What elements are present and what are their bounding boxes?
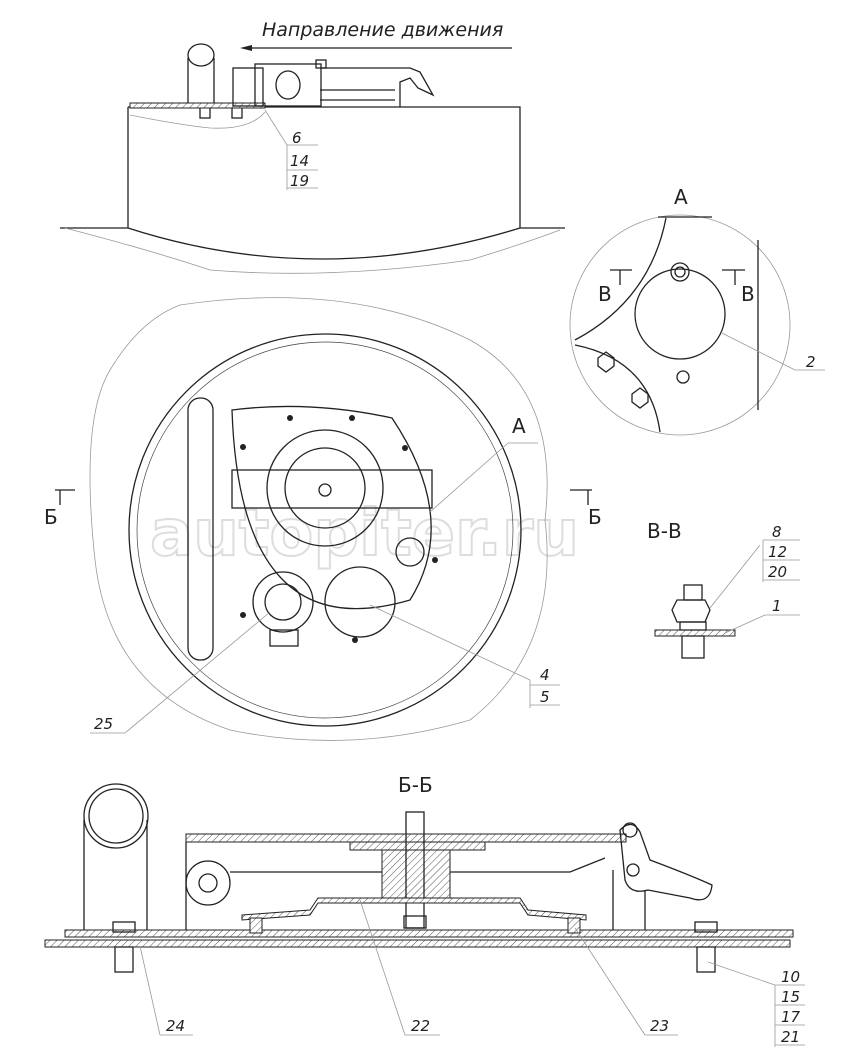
section-bb: Б-Б 24 22 23 — [44, 773, 805, 1047]
detail-a: A В В 2 — [569, 185, 825, 436]
callout-21: 21 — [781, 1028, 800, 1046]
plan-view: Б Б A 4 5 25 — [44, 297, 602, 741]
callout-22: 22 — [411, 1017, 430, 1035]
section-mark-b-right: Б — [588, 505, 602, 529]
section-vv-title: В-В — [647, 519, 682, 543]
arrow-head-icon — [240, 45, 252, 51]
callout-8: 8 — [772, 523, 782, 541]
callout-14: 14 — [290, 152, 309, 170]
direction-label: Направление движения — [262, 19, 503, 41]
callout-10: 10 — [781, 968, 800, 986]
callout-15: 15 — [781, 988, 800, 1006]
top-view: Направление движения 6 14 19 — [60, 19, 565, 274]
section-bb-title: Б-Б — [398, 773, 433, 797]
callout-12: 12 — [768, 543, 787, 561]
callout-24: 24 — [166, 1017, 185, 1035]
detail-a-title: A — [674, 185, 688, 209]
section-mark-b-left: Б — [44, 505, 58, 529]
callout-2: 2 — [806, 353, 816, 371]
callout-5: 5 — [540, 688, 550, 706]
callout-1: 1 — [772, 597, 782, 615]
callout-17: 17 — [781, 1008, 801, 1026]
callout-4: 4 — [540, 666, 550, 684]
callout-19: 19 — [290, 172, 309, 190]
callout-6: 6 — [292, 129, 302, 147]
section-mark-v-left: В — [598, 282, 612, 306]
detail-a-reference: A — [512, 414, 526, 438]
callout-20: 20 — [768, 563, 787, 581]
section-mark-v-right: В — [741, 282, 755, 306]
callout-23: 23 — [650, 1017, 669, 1035]
section-vv: В-В 8 12 20 1 — [647, 519, 800, 659]
callout-25: 25 — [94, 715, 113, 733]
watermark: autopiter.ru — [150, 497, 579, 571]
